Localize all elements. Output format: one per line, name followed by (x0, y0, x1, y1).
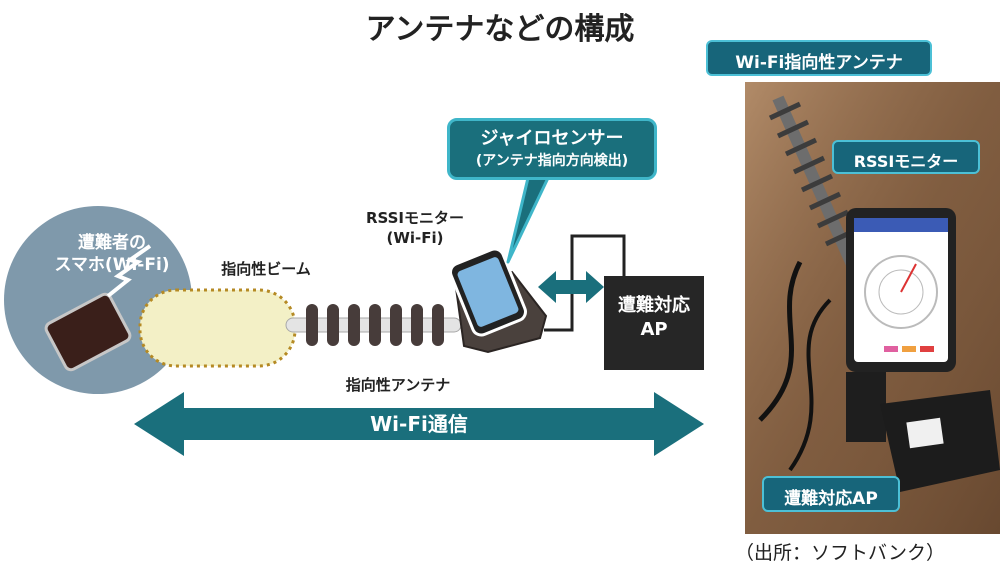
victim-phone-icon (44, 292, 132, 372)
wifi-comm-arrow (134, 392, 704, 456)
gyro-sensor-callout: ジャイロセンサー (アンテナ指向方向検出) (447, 118, 657, 180)
photo-callout-ap: 遭難対応AP (762, 476, 900, 512)
victim-label: 遭難者の スマホ(Wi-Fi) (42, 232, 182, 276)
ap-box: 遭難対応 AP (604, 276, 704, 370)
antenna-elements (306, 304, 444, 346)
cable (544, 234, 626, 332)
rssi-label-line2: (Wi-Fi) (386, 229, 444, 247)
beam-label: 指向性ビーム (221, 260, 311, 278)
gyro-callout-line1: ジャイロセンサー (480, 128, 624, 149)
photo-callout-rssi: RSSIモニター (832, 140, 980, 174)
gyro-callout-line2: (アンテナ指向方向検出) (475, 153, 629, 169)
signal-bolt-icon (106, 244, 152, 298)
connection-arrow (538, 271, 604, 303)
antenna-label: 指向性アンテナ (345, 376, 451, 394)
victim-label-line2: スマホ(Wi-Fi) (54, 255, 170, 275)
gyro-callout-tail (506, 176, 550, 264)
ap-box-line1: 遭難対応 (618, 295, 690, 316)
rssi-label-line1: RSSIモニター (365, 209, 465, 227)
ap-box-line2: AP (640, 319, 668, 340)
wifi-comm-label: Wi-Fi通信 (370, 412, 468, 436)
source-credit: （出所：ソフトバンク） (735, 542, 945, 564)
page-title: アンテナなどの構成 (365, 12, 635, 47)
photo-callout-antenna: Wi-Fi指向性アンテナ (706, 40, 932, 76)
monitor-phone-icon (449, 247, 527, 337)
rssi-label: RSSIモニター (Wi-Fi) (345, 208, 485, 248)
victim-label-line1: 遭難者の (78, 233, 146, 253)
directional-beam (138, 288, 297, 368)
